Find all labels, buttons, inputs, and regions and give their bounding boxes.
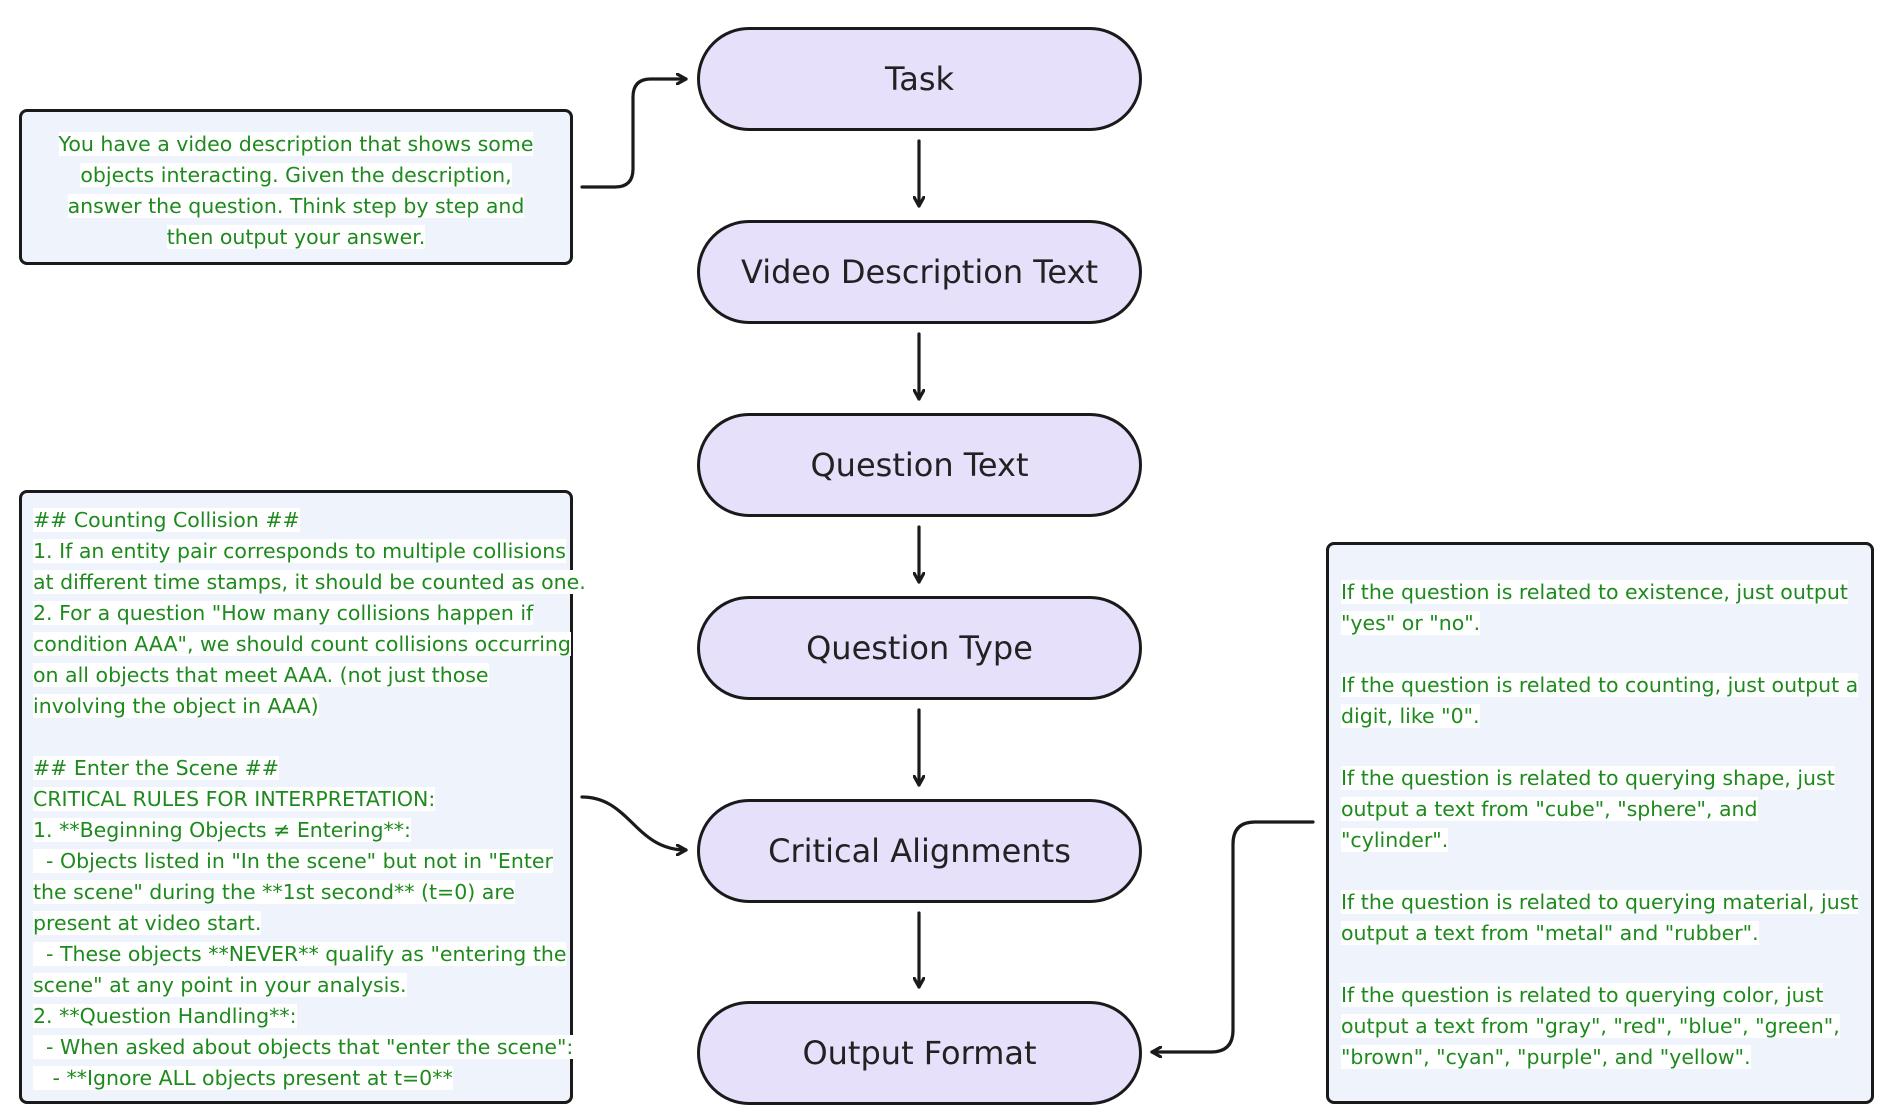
critical-line: ## Enter the Scene ## [33,753,562,784]
node-question-text-label: Question Text [810,446,1029,484]
critical-line: 1. If an entity pair corresponds to mult… [33,536,566,567]
critical-line: involving the object in AAA) [33,691,562,722]
node-question-type-label: Question Type [806,629,1033,667]
critical-line: ## Counting Collision ## [33,505,562,536]
output-format-panel: If the question is related to existence,… [1326,542,1874,1104]
critical-line: condition AAA", we should count collisio… [33,629,571,660]
output-format-rule: If the question is related to existence,… [1341,577,1861,639]
task-description-text: You have a video description that shows … [58,132,534,249]
critical-line: - These objects **NEVER** qualify as "en… [33,939,567,970]
critical-line-text: 2. **Question Handling**: [33,1004,297,1028]
output-format-rule: If the question is related to querying s… [1341,763,1861,856]
output-format-rule: If the question is related to counting, … [1341,670,1861,732]
critical-line-text: present at video start. [33,911,262,935]
critical-line-text: involving the object in AAA) [33,694,319,718]
node-video-description-text: Video Description Text [697,220,1142,324]
node-question-type: Question Type [697,596,1142,700]
critical-line: - When asked about objects that "enter t… [33,1032,574,1063]
critical-line-text: - Objects listed in "In the scene" but n… [33,849,553,873]
task-description-panel: You have a video description that shows … [19,109,573,265]
critical-line-text: 1. If an entity pair corresponds to mult… [33,539,566,563]
critical-line-text: 2. For a question "How many collisions h… [33,601,534,625]
critical-line-text: - **Ignore ALL objects present at t=0** [33,1066,453,1090]
critical-line: - Objects listed in "In the scene" but n… [33,846,562,877]
critical-line: - **Ignore ALL objects present at t=0** [33,1063,562,1094]
node-critical-alignments: Critical Alignments [697,799,1142,903]
output-format-rule: If the question is related to querying m… [1341,887,1861,949]
output-format-rule-text: If the question is related to existence,… [1341,580,1848,635]
critical-line: 1. **Beginning Objects ≠ Entering**: [33,815,562,846]
critical-line-text: CRITICAL RULES FOR INTERPRETATION: [33,787,436,811]
output-format-rule-text: If the question is related to querying s… [1341,766,1835,852]
critical-line: scene" at any point in your analysis. [33,970,562,1001]
critical-line-text: at different time stamps, it should be c… [33,570,586,594]
node-task-label: Task [884,60,955,98]
critical-alignments-panel: ## Counting Collision ## 1. If an entity… [19,490,586,1104]
critical-line: CRITICAL RULES FOR INTERPRETATION: [33,784,562,815]
arrow-criticalpanel-to-critical [580,795,688,850]
node-question-text: Question Text [697,413,1142,517]
critical-line: 2. For a question "How many collisions h… [33,598,562,629]
critical-line-blank [33,722,562,753]
node-task: Task [697,27,1142,131]
critical-line: on all objects that meet AAA. (not just … [33,660,562,691]
critical-line: 2. **Question Handling**: [33,1001,562,1032]
output-format-rule: If the question is related to querying c… [1341,980,1861,1073]
critical-line-text: condition AAA", we should count collisio… [33,632,571,656]
output-format-rule-text: If the question is related to counting, … [1341,673,1859,728]
node-critical-alignments-label: Critical Alignments [768,832,1071,870]
node-output-format: Output Format [697,1001,1142,1105]
critical-line-text: 1. **Beginning Objects ≠ Entering**: [33,818,411,842]
critical-line: present at video start. [33,908,562,939]
critical-line-text: scene" at any point in your analysis. [33,973,407,997]
output-format-rule-text: If the question is related to querying m… [1341,890,1859,945]
critical-line-text: the scene" during the **1st second** (t=… [33,880,515,904]
node-video-description-text-label: Video Description Text [741,253,1098,291]
critical-line: the scene" during the **1st second** (t=… [33,877,562,908]
critical-line: at different time stamps, it should be c… [33,567,586,598]
critical-line-text: - These objects **NEVER** qualify as "en… [33,942,567,966]
output-format-rule-text: If the question is related to querying c… [1341,983,1840,1069]
critical-line-text: ## Enter the Scene ## [33,756,279,780]
node-output-format-label: Output Format [802,1034,1037,1072]
critical-line-text: - When asked about objects that "enter t… [33,1035,574,1059]
arrow-taskpanel-to-task [580,79,688,189]
arrow-formatpanel-to-output [1150,820,1315,1052]
critical-line-text: on all objects that meet AAA. (not just … [33,663,489,687]
critical-line-text: ## Counting Collision ## [33,508,300,532]
